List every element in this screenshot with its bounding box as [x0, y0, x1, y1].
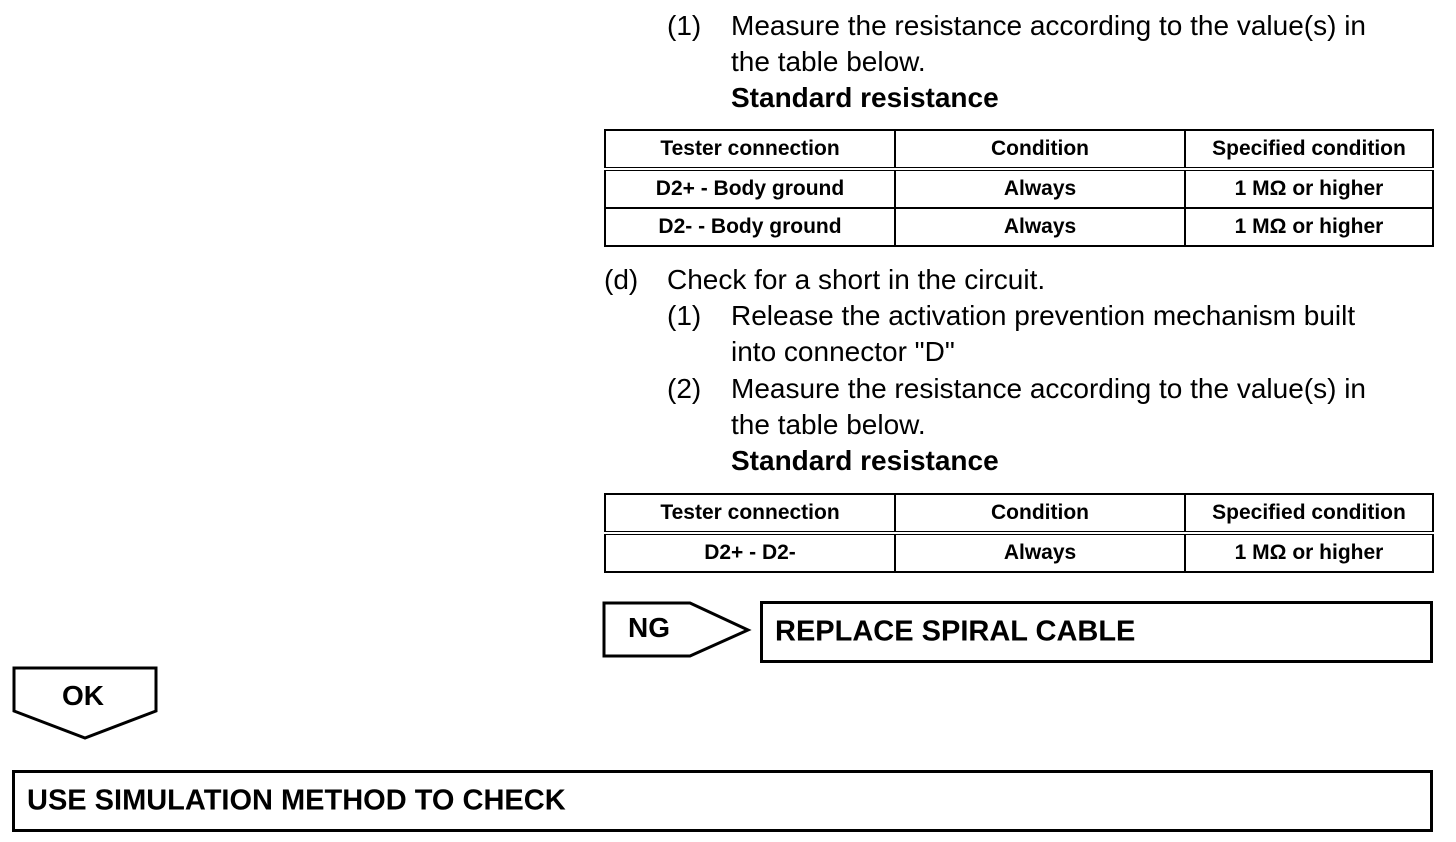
table-cell: D2+ - Body ground	[604, 168, 896, 209]
table-heading: Standard resistance	[731, 82, 999, 113]
table-heading: Standard resistance	[731, 445, 999, 476]
step-number: (1)	[667, 10, 702, 41]
table-cell: Always	[894, 532, 1186, 573]
ng-result-box: REPLACE SPIRAL CABLE	[760, 601, 1433, 663]
column-header: Tester connection	[604, 129, 896, 171]
step-text-line: Check for a short in the circuit.	[667, 264, 1046, 295]
column-header: Condition	[894, 493, 1186, 535]
ok-arrow-icon	[12, 666, 158, 740]
column-header: Tester connection	[604, 493, 896, 535]
ng-arrow-icon	[602, 601, 752, 658]
ok-result-box: USE SIMULATION METHOD TO CHECK	[12, 770, 1433, 832]
ng-result-text: REPLACE SPIRAL CABLE	[775, 615, 1136, 648]
table-cell: D2+ - D2-	[604, 532, 896, 573]
table-cell: 1 MΩ or higher	[1184, 168, 1434, 209]
ok-label: OK	[62, 680, 104, 711]
table-cell: Always	[894, 168, 1186, 209]
resistance-table-2: Tester connection Condition Specified co…	[604, 493, 1434, 573]
table-header-row: Tester connection Condition Specified co…	[604, 493, 1434, 535]
column-header: Specified condition	[1184, 129, 1434, 171]
step-label: (d)	[604, 264, 639, 295]
step-text-line: the table below.	[731, 46, 926, 77]
table-cell: 1 MΩ or higher	[1184, 207, 1434, 247]
column-header: Specified condition	[1184, 493, 1434, 535]
table-row: D2- - Body ground Always 1 MΩ or higher	[604, 207, 1434, 247]
ok-result-text: USE SIMULATION METHOD TO CHECK	[27, 784, 566, 817]
table-cell: 1 MΩ or higher	[1184, 532, 1434, 573]
table-cell: Always	[894, 207, 1186, 247]
step-text-line: Measure the resistance according to the …	[731, 373, 1366, 404]
table-row: D2+ - Body ground Always 1 MΩ or higher	[604, 168, 1434, 209]
step-number: (2)	[667, 373, 702, 404]
step-text-line: into connector "D"	[731, 336, 955, 367]
column-header: Condition	[894, 129, 1186, 171]
ng-label: NG	[628, 612, 670, 643]
table-cell: D2- - Body ground	[604, 207, 896, 247]
step-number: (1)	[667, 300, 702, 331]
table-row: D2+ - D2- Always 1 MΩ or higher	[604, 532, 1434, 573]
resistance-table-1: Tester connection Condition Specified co…	[604, 129, 1434, 247]
step-text-line: Release the activation prevention mechan…	[731, 300, 1356, 331]
step-text-line: Measure the resistance according to the …	[731, 10, 1366, 41]
table-header-row: Tester connection Condition Specified co…	[604, 129, 1434, 171]
step-text-line: the table below.	[731, 409, 926, 440]
